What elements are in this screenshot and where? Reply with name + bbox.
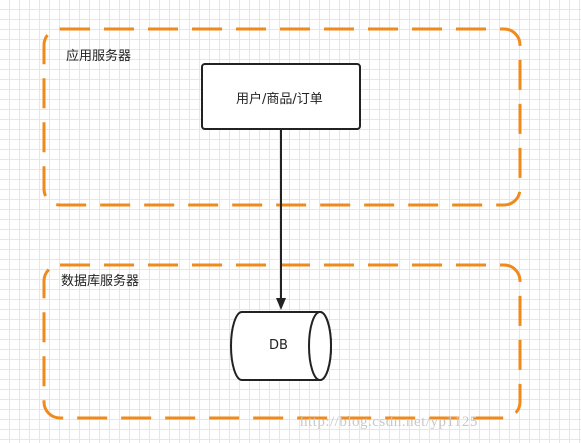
database-cylinder-cap [308, 311, 332, 381]
service-node-label: 用户/商品/订单 [236, 92, 323, 107]
database-node[interactable] [230, 311, 332, 381]
app-server-label: 应用服务器 [66, 49, 132, 64]
watermark-text: http://blog.csdn.net/yp1125 [300, 414, 478, 430]
db-server-label: 数据库服务器 [61, 274, 140, 289]
database-label: DB [269, 338, 288, 353]
arrowhead-icon [276, 298, 286, 310]
